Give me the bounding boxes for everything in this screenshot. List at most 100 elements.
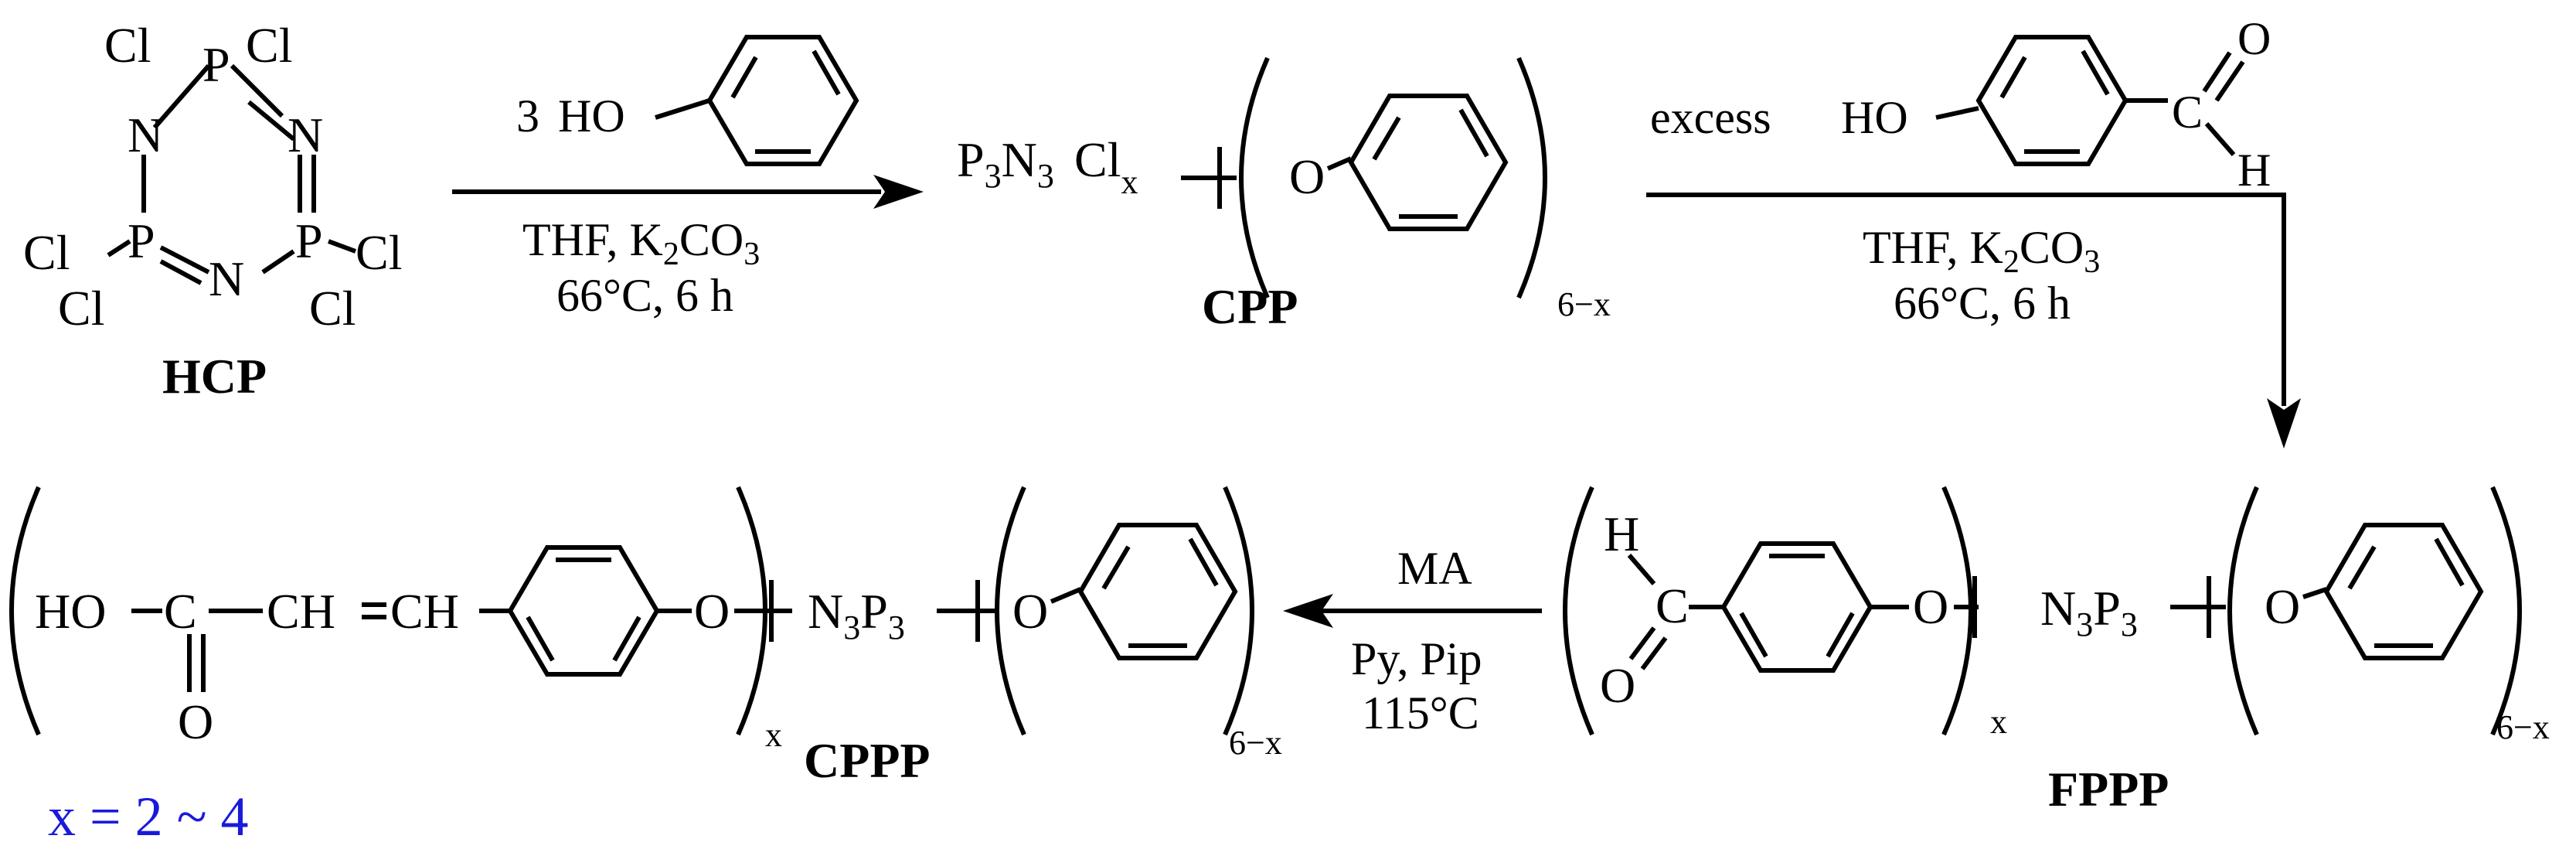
step2-ho: HO bbox=[1841, 92, 1908, 143]
cppp-phenyl-ring bbox=[1077, 523, 1238, 660]
cppp-bond bbox=[1050, 587, 1082, 604]
cpp-structure: P3N3 Clx O 6−x CPP bbox=[957, 56, 1611, 334]
hcp-n-left: N bbox=[128, 107, 163, 162]
step2-bond bbox=[1935, 106, 1979, 120]
fppp-bond bbox=[1640, 636, 1668, 670]
fppp-c: C bbox=[1656, 578, 1689, 633]
fppp-aldehyde-ring bbox=[1720, 541, 1873, 673]
hcp-bond bbox=[247, 100, 295, 142]
hcp-cl-mid-left: Cl bbox=[23, 225, 70, 280]
cppp-subscript-x: x bbox=[765, 716, 782, 754]
hcp-cl-top-right: Cl bbox=[246, 18, 292, 73]
cppp-cinnamyl-ring bbox=[507, 545, 660, 677]
step3-condition-2: 115°C bbox=[1362, 687, 1479, 738]
hcp-cl-top-left: Cl bbox=[104, 18, 151, 73]
cpp-p3n3: P3N3 bbox=[957, 132, 1054, 195]
cppp-n3p3: N3P3 bbox=[808, 584, 905, 646]
hcp-bond bbox=[152, 64, 211, 129]
fppp-subscript-6x: 6−x bbox=[2496, 708, 2550, 746]
hcp-bond bbox=[159, 245, 210, 275]
hcp-bond bbox=[107, 239, 131, 257]
hcp-p-right: P bbox=[295, 213, 323, 268]
fppp-o-ether: O bbox=[1913, 579, 1948, 634]
hcp-bond bbox=[327, 239, 357, 254]
cpp-left-paren bbox=[1239, 56, 1270, 299]
hcp-cl-bottom-left: Cl bbox=[58, 281, 104, 336]
cpp-label: CPP bbox=[1202, 279, 1298, 334]
cppp-c: C bbox=[164, 584, 197, 639]
step2-bond bbox=[2214, 60, 2245, 102]
cppp-ho: HO bbox=[35, 584, 106, 639]
cpp-right-paren bbox=[1516, 56, 1547, 299]
cppp-paren-1-left bbox=[9, 486, 41, 736]
hcp-cl-mid-right: Cl bbox=[356, 225, 402, 280]
hcp-bond bbox=[261, 249, 295, 275]
hcp-label: HCP bbox=[162, 349, 267, 404]
step2-o: O bbox=[2237, 13, 2271, 64]
fppp-h: H bbox=[1604, 506, 1639, 561]
cpp-phenyl-ring bbox=[1348, 94, 1509, 231]
cpp-o: O bbox=[1289, 149, 1325, 204]
step1: 3 HO THF, K2CO3 66°C, 6 h bbox=[452, 35, 924, 321]
hcp-n-bottom: N bbox=[209, 251, 244, 306]
fppp-structure: H C O O x N3P3 O 6− bbox=[1563, 486, 2550, 817]
hcp-cl-bottom-right: Cl bbox=[309, 281, 356, 336]
cpp-subscript-6x: 6−x bbox=[1557, 285, 1611, 323]
hcp-n-right: N bbox=[288, 107, 323, 162]
step2-bond bbox=[2202, 51, 2232, 93]
step2-condition-1: THF, K2CO3 bbox=[1863, 222, 2100, 280]
step2: excess HO C O H THF, K2CO3 66°C, 6 h bbox=[1646, 13, 2301, 448]
cppp-ch-1: CH bbox=[267, 584, 335, 639]
cppp-o-phenoxy: O bbox=[1012, 584, 1048, 639]
hcp-p-top: P bbox=[202, 37, 230, 92]
cppp-o-ether: O bbox=[694, 584, 730, 639]
cppp-paren-2-right bbox=[1223, 486, 1254, 736]
step2-bond bbox=[2204, 122, 2236, 156]
fppp-paren-2-right bbox=[2490, 486, 2522, 736]
step2-arrow-shaft bbox=[1646, 193, 2286, 406]
fppp-bond bbox=[2302, 587, 2327, 599]
cppp-structure: HO C O CH CH O x N3P3 O bbox=[9, 486, 1282, 847]
step1-arrow-head bbox=[873, 175, 924, 209]
step2-hydroxybenzaldehyde-ring bbox=[1975, 35, 2129, 166]
fppp-label: FPPP bbox=[2048, 762, 2169, 817]
cppp-paren-1-right bbox=[736, 486, 767, 736]
fppp-bond bbox=[1627, 554, 1656, 585]
cppp-label: CPPP bbox=[804, 733, 931, 788]
fppp-paren-1-right bbox=[1941, 486, 1973, 736]
step2-excess: excess bbox=[1650, 92, 1771, 143]
step1-reagent-coefficient: 3 bbox=[516, 90, 539, 142]
step3-arrow-head bbox=[1283, 594, 1333, 628]
cppp-subscript-6x: 6−x bbox=[1229, 724, 1282, 762]
step1-phenol-o-bond bbox=[655, 98, 710, 120]
hcp-structure: Cl P Cl N N Cl P P Cl N Cl Cl HCP bbox=[23, 18, 402, 404]
hcp-bond bbox=[159, 259, 202, 285]
cppp-o-carbonyl: O bbox=[178, 694, 213, 749]
step1-condition-1: THF, K2CO3 bbox=[522, 214, 760, 272]
step3-condition-1: Py, Pip bbox=[1351, 633, 1482, 684]
fppp-paren-2-left bbox=[2227, 486, 2259, 736]
cppp-paren-2-left bbox=[995, 486, 1026, 736]
fppp-o-phenoxy: O bbox=[2265, 579, 2300, 634]
step1-reagent-ho: HO bbox=[558, 90, 625, 142]
hcp-p-left: P bbox=[128, 213, 155, 268]
fppp-bond bbox=[1628, 626, 1656, 660]
cpp-cl: Clx bbox=[1074, 132, 1138, 201]
fppp-subscript-x: x bbox=[1990, 703, 2007, 741]
x-range-note: x = 2 ~ 4 bbox=[48, 786, 249, 847]
cppp-ch-2: CH bbox=[390, 584, 459, 639]
step2-arrow-head bbox=[2267, 398, 2301, 448]
cpp-o-ring-bond bbox=[1326, 156, 1353, 171]
step1-phenol-ring bbox=[706, 35, 859, 166]
fppp-n3p3: N3P3 bbox=[2040, 581, 2138, 643]
step2-c: C bbox=[2172, 87, 2203, 138]
fppp-phenyl-ring bbox=[2323, 523, 2484, 660]
fppp-o-carbonyl: O bbox=[1600, 658, 1635, 713]
fppp-paren-1-left bbox=[1563, 486, 1594, 736]
step3: MA Py, Pip 115°C bbox=[1283, 543, 1542, 738]
hcp-bond bbox=[230, 63, 284, 118]
step2-h: H bbox=[2237, 145, 2271, 196]
step3-reagent: MA bbox=[1397, 543, 1472, 594]
step1-condition-2: 66°C, 6 h bbox=[556, 270, 733, 321]
